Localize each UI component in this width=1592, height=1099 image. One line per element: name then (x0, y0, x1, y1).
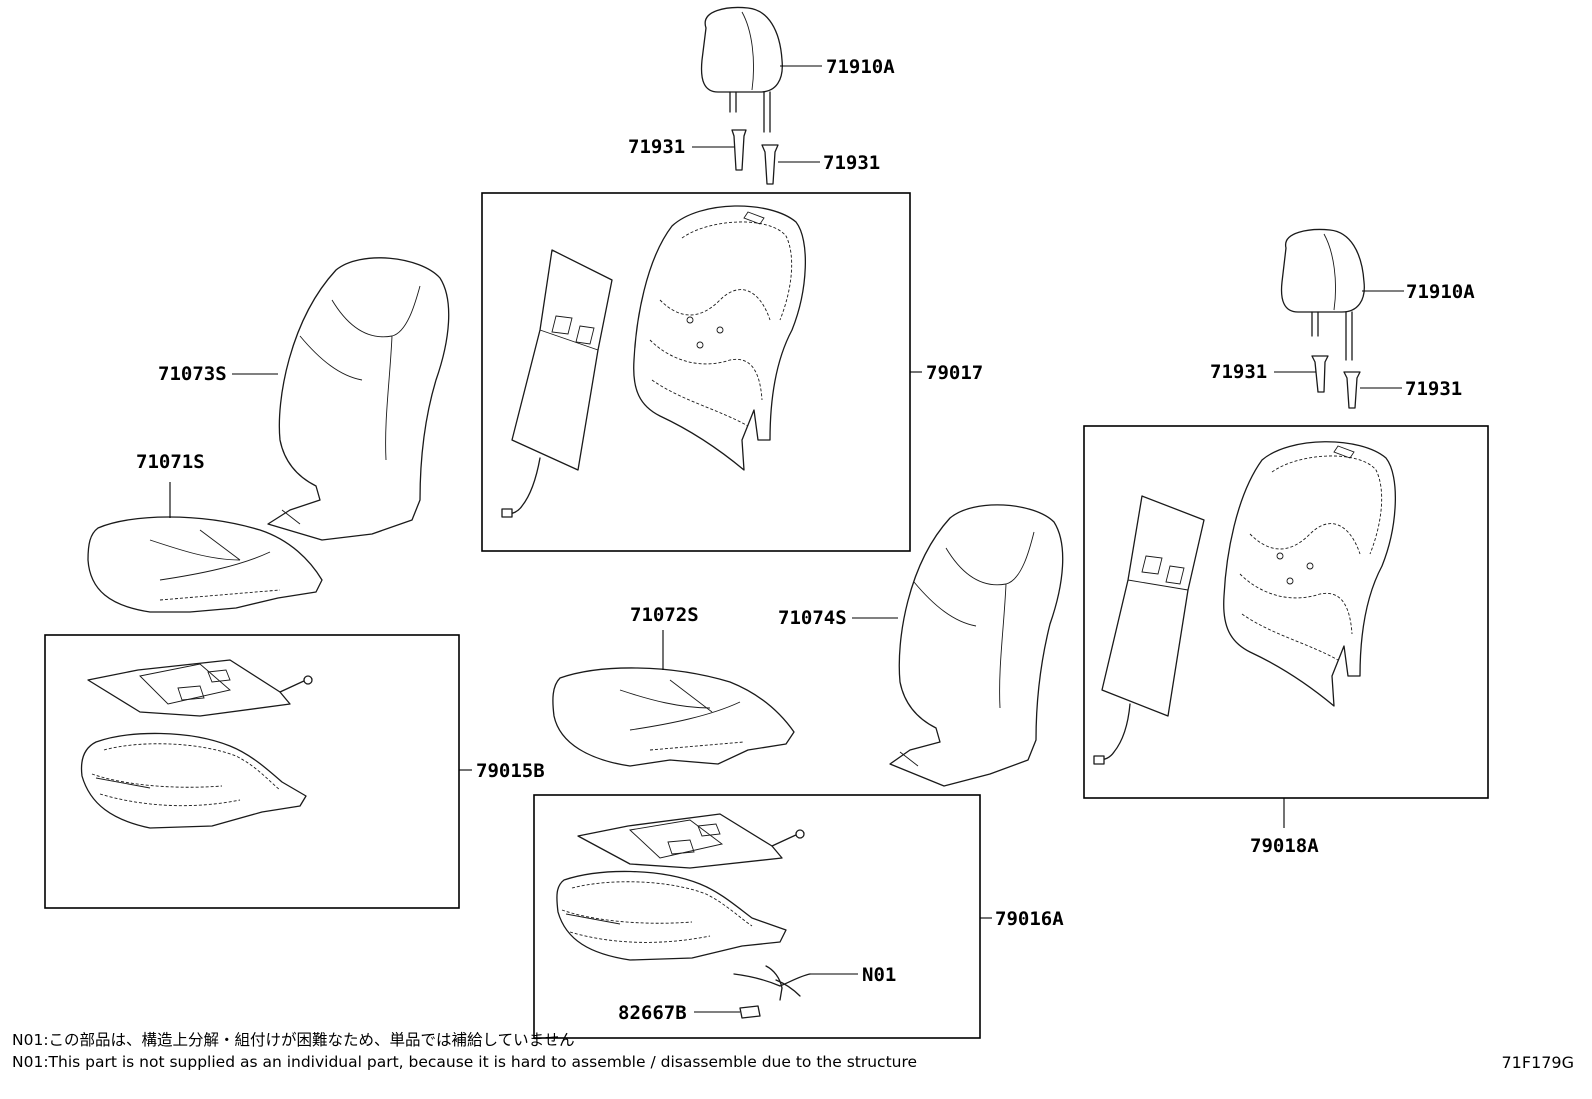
note-english: N01:This part is not supplied as an indi… (12, 1053, 918, 1071)
callout-back-heater-right: 79018A (1250, 835, 1319, 857)
callout-back-cover-frame: 79017 (926, 362, 983, 384)
frame-79018a (1083, 425, 1489, 799)
cushion-pad-79015b[interactable] (80, 732, 307, 829)
headrest-support-right-2[interactable] (1343, 371, 1361, 409)
frame-79015b (44, 634, 460, 909)
seat-cushion-left[interactable] (87, 516, 323, 613)
connector-82667b[interactable] (739, 1005, 761, 1019)
seatback-cover-center[interactable] (889, 504, 1064, 787)
headrest-support-right-1[interactable] (1311, 355, 1329, 393)
callout-support-a1: 71931 (628, 136, 685, 158)
callout-support-a2: 71931 (823, 152, 880, 174)
callout-connector: 82667B (618, 1002, 687, 1024)
heater-wire-n01[interactable] (733, 965, 811, 1001)
seatback-cover-left[interactable] (267, 257, 450, 541)
figure-code: 71F179G (1501, 1053, 1575, 1072)
callout-support-b2: 71931 (1405, 378, 1462, 400)
seatback-pad-79018a[interactable] (1223, 441, 1397, 707)
cushion-heater-mat-79015b[interactable] (87, 659, 313, 717)
callout-cushion-heater-center: 79016A (995, 908, 1064, 930)
callout-wire-n01: N01 (862, 964, 896, 986)
cushion-heater-mat-79016a[interactable] (577, 813, 805, 869)
headrest-right[interactable] (1280, 228, 1365, 361)
headrest-support-left[interactable] (731, 129, 747, 171)
seatback-heater-element-79018a[interactable] (1093, 495, 1205, 765)
cushion-pad-79016a[interactable] (556, 870, 787, 961)
callout-cushion-left: 71071S (136, 451, 205, 473)
callout-back-cover-left: 71073S (158, 363, 227, 385)
seatback-heater-element-79017[interactable] (501, 249, 613, 518)
headrest-top[interactable] (700, 6, 783, 133)
callout-headrest-b: 71910A (1406, 281, 1475, 303)
seatback-pad-79017[interactable] (633, 205, 807, 471)
headrest-support-right[interactable] (761, 144, 779, 185)
callout-cushion-center: 71072S (630, 604, 699, 626)
callout-support-b1: 71931 (1210, 361, 1267, 383)
frame-79016a (533, 794, 981, 1039)
callout-back-center: 71074S (778, 607, 847, 629)
seat-cushion-center[interactable] (552, 667, 795, 767)
callout-headrest-a: 71910A (826, 56, 895, 78)
note-japanese: N01:この部品は、構造上分解・組付けが困難なため、単品では補給していません (12, 1031, 575, 1049)
callout-cushion-heater-left: 79015B (476, 760, 545, 782)
